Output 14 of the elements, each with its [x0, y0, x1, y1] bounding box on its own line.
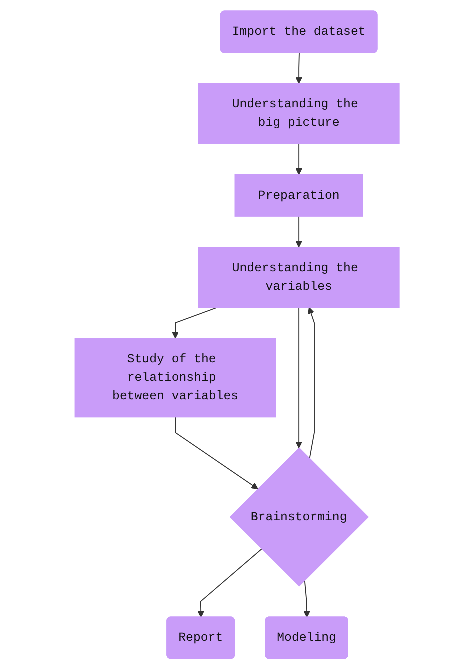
node-box: Understanding the variables	[198, 247, 400, 308]
arrow	[308, 307, 315, 460]
arrow	[295, 307, 302, 448]
arrow	[174, 416, 258, 490]
arrow	[295, 52, 302, 84]
arrow	[197, 548, 262, 618]
node-diamond: Brainstorming	[230, 448, 369, 587]
node-box: Understanding the big picture	[198, 83, 400, 144]
arrow	[295, 216, 302, 248]
arrow	[295, 144, 302, 176]
arrow	[172, 307, 218, 339]
node-box: Preparation	[234, 174, 364, 217]
node-box: Study of the relationship between variables	[74, 338, 276, 418]
arrow	[303, 580, 310, 618]
